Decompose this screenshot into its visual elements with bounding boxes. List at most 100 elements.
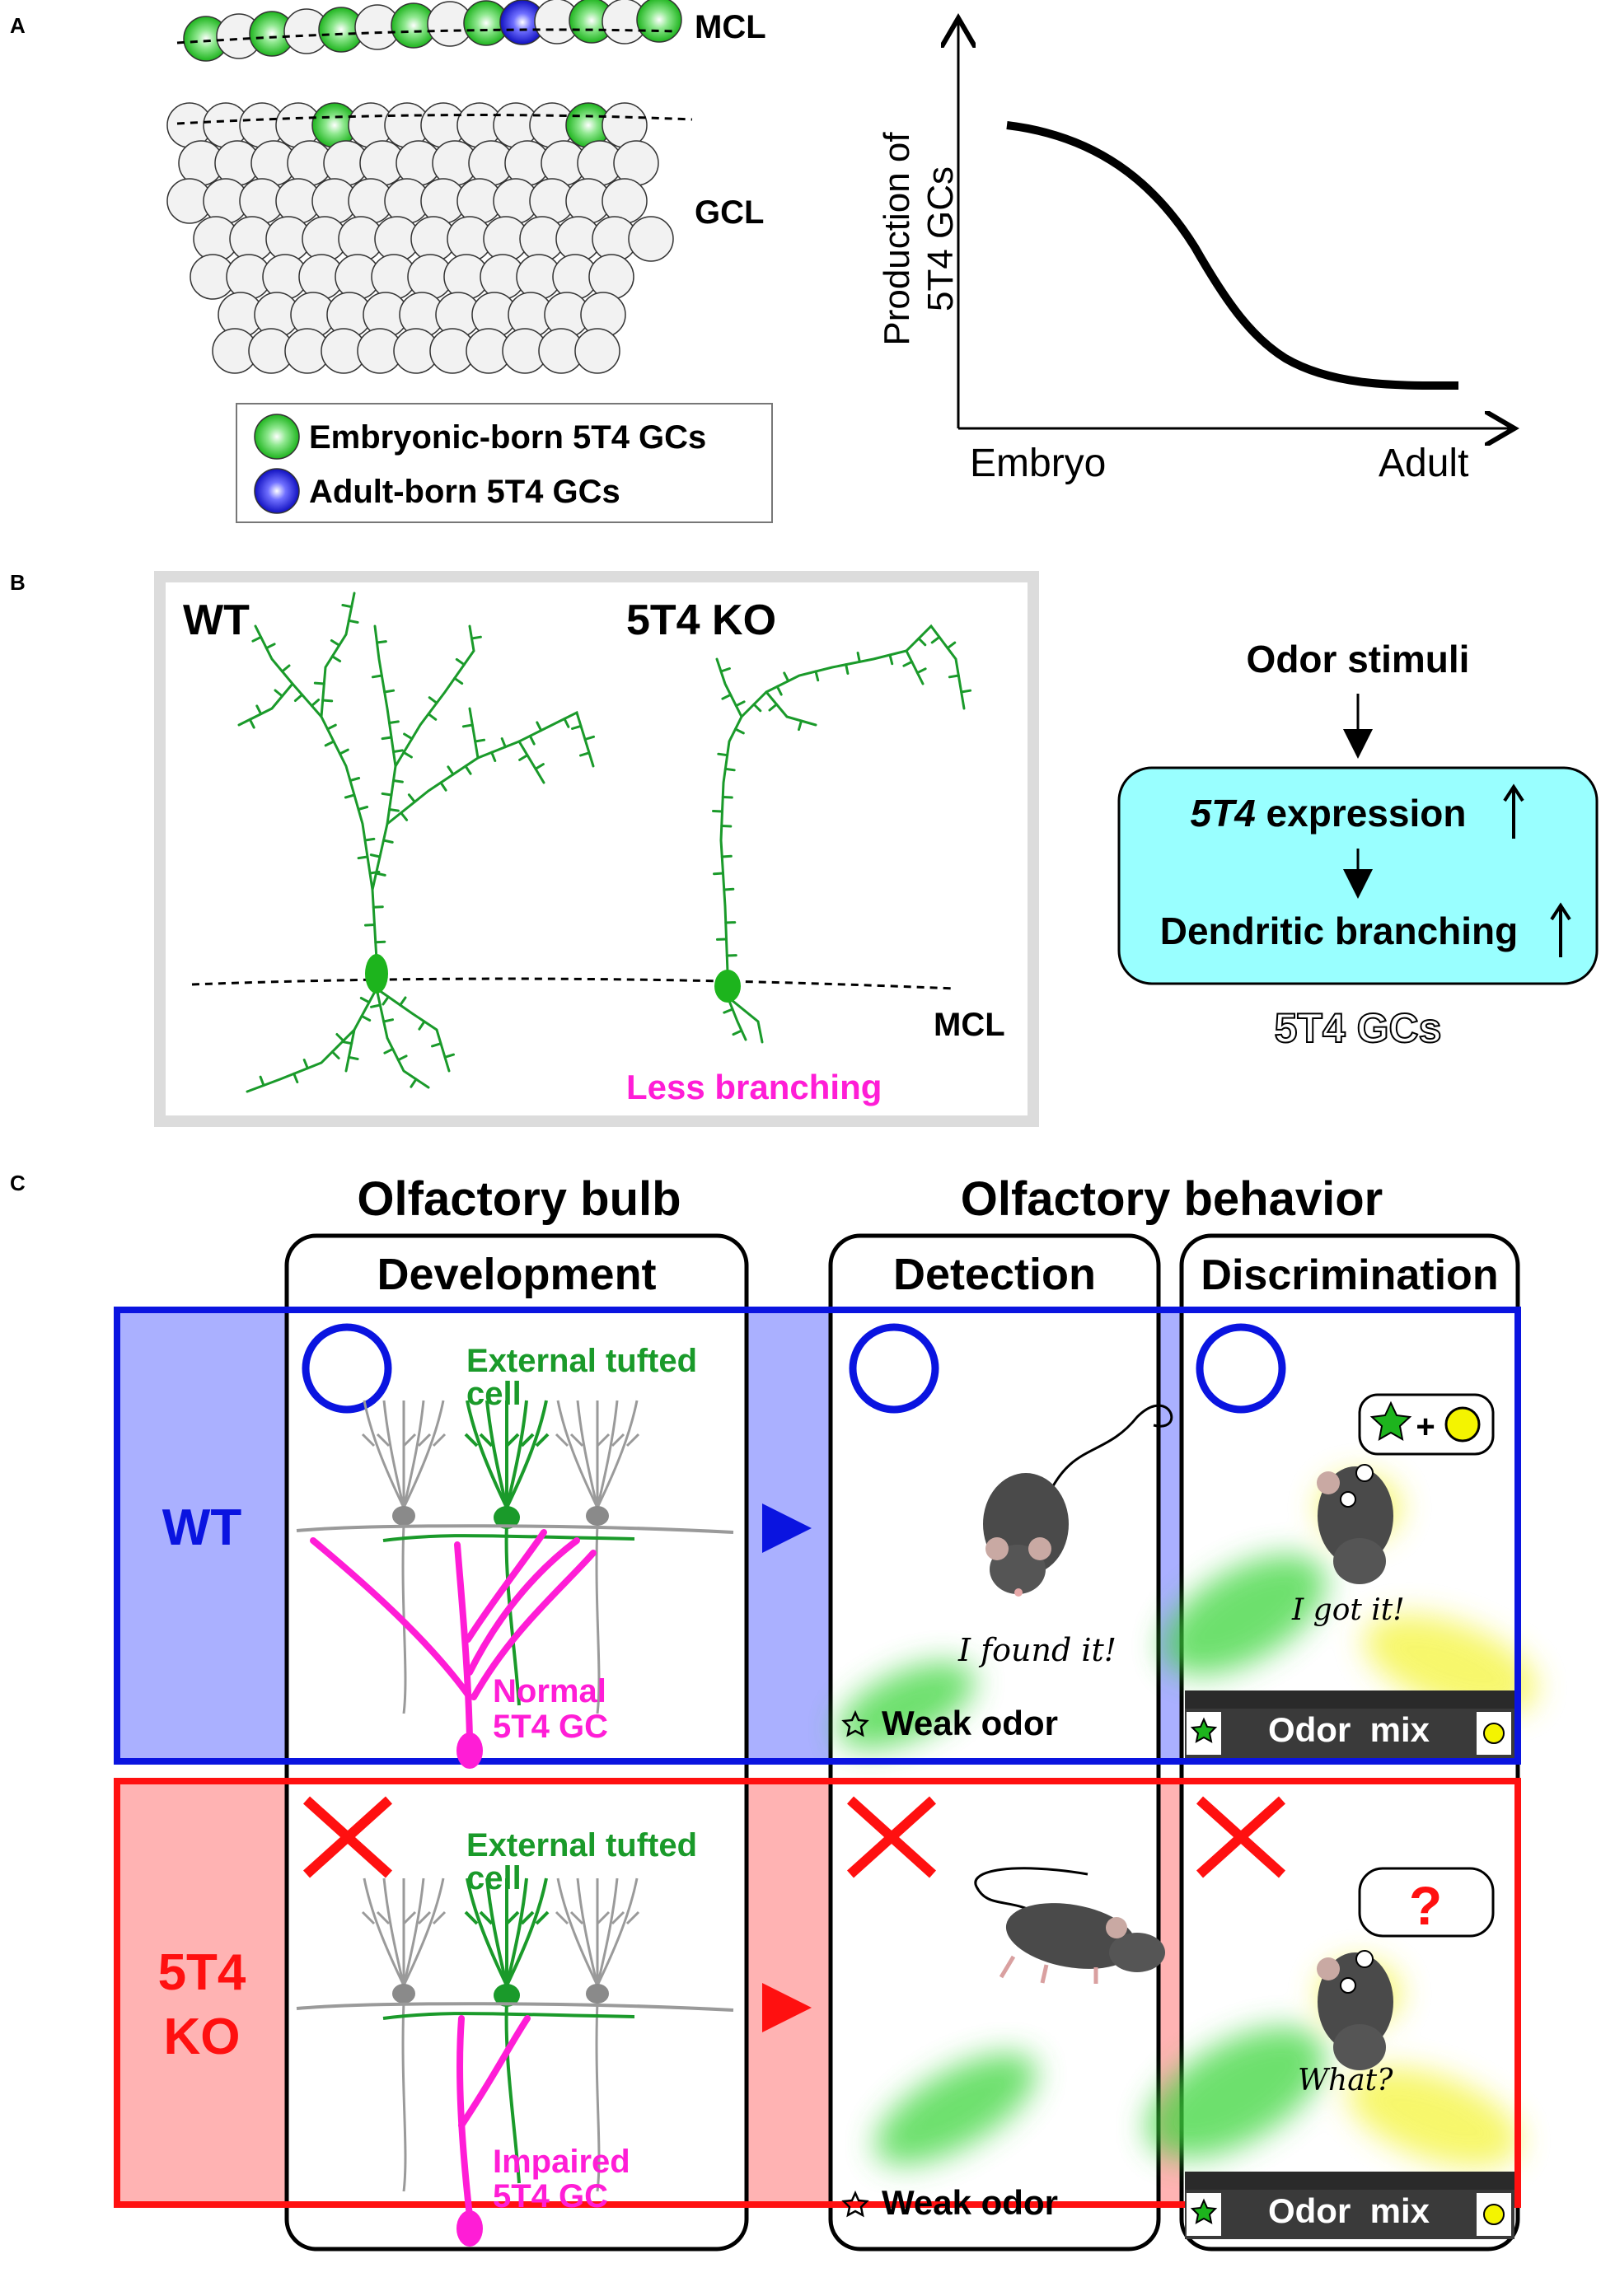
neuron-frame [154, 571, 1039, 1127]
green-star-icon [1369, 1401, 1412, 1441]
ok-circle-development [302, 1323, 392, 1414]
ko-soma [714, 970, 741, 1003]
mcl-line-b [191, 977, 957, 990]
ko-row-frame [114, 1778, 1521, 2208]
etc-label-ko-2: cell [466, 1860, 522, 1896]
impaired-gc-label-2: 5T4 GC [493, 2178, 608, 2214]
ok-circles [302, 1323, 1286, 1414]
weak-odor-wt: Weak odor [841, 1704, 1058, 1742]
cross-development [302, 1796, 393, 1878]
wt-flow-triangle [762, 1503, 812, 1553]
ko-circuit [296, 1877, 734, 2247]
wt-neuron [237, 592, 595, 1093]
ko-flow-triangle [762, 1983, 812, 2032]
header-olfactory-bulb: Olfactory bulb [357, 1172, 681, 1226]
gcl-cell [574, 328, 620, 374]
odor-mix-label-ko: Odor mix [1268, 2191, 1430, 2230]
yellow-dot-icon [1483, 1723, 1505, 1744]
green-star-icon [1190, 2198, 1218, 2224]
branching-up-arrow [1550, 902, 1571, 957]
embryonic-marker [254, 414, 300, 460]
wt-soma [365, 954, 388, 994]
detection-column [828, 1233, 1161, 2252]
odor-mix-wt: Odor mix [1185, 1690, 1514, 1758]
gcl-cell [628, 216, 674, 262]
cross-discrimination [1196, 1796, 1286, 1878]
gcl-boundary-line [176, 114, 693, 125]
ko-row-band [117, 1781, 1182, 2205]
wt-circuit [296, 1400, 734, 1769]
plus-sign: + [1416, 1409, 1435, 1445]
etc-label-wt-1: External tufted [466, 1343, 697, 1379]
less-branching-label: Less branching [626, 1068, 882, 1106]
expression-up-arrow [1503, 783, 1524, 839]
production-graph: Production of 5T4 GCs Embryo Adult [877, 18, 1514, 485]
weak-odor-star-icon [841, 2190, 869, 2218]
mouse-detect-ko-icon [974, 1867, 1165, 1984]
green-star-icon [1190, 1717, 1218, 1743]
ko-label-b: 5T4 KO [626, 596, 776, 644]
graph-x-start-label: Embryo [970, 442, 1106, 485]
what-text: What? [1298, 2064, 1393, 2097]
normal-gc-label-1: Normal [493, 1673, 606, 1709]
branching-label: Dendritic branching [1160, 910, 1518, 952]
row-ko-label-line2: KO [164, 2008, 241, 2065]
odor-stimuli-label: Odor stimuli [1247, 638, 1470, 680]
graph-x-end-label: Adult [1379, 442, 1468, 485]
mouse-discrim-wt-icon [1317, 1464, 1393, 1584]
got-it-text: I got it! [1291, 1593, 1405, 1627]
expression-label: 5T4 expression [1191, 792, 1467, 835]
etc-label-ko-1: External tufted [466, 1827, 697, 1863]
mcl-cell [636, 0, 682, 43]
yellow-dot-icon [1483, 2204, 1505, 2225]
adult-marker [254, 468, 300, 514]
odor-flow: Odor stimuli 5T4 expression Dendritic br… [1117, 638, 1599, 1052]
mouse-detect-wt-icon [983, 1404, 1173, 1597]
cell-layer-diagram [166, 0, 693, 374]
legend-adult-label: Adult-born 5T4 GCs [309, 474, 620, 510]
cell-type-label: 5T4 GCs [1275, 1005, 1442, 1051]
ok-circle-discrimination [1196, 1323, 1286, 1414]
header-olfactory-behavior: Olfactory behavior [961, 1172, 1383, 1226]
mouse-discrim-ko-icon [1317, 1950, 1393, 2070]
thought-bubble-ko: ? [1358, 1867, 1495, 1938]
legend-a: Embryonic-born 5T4 GCs Adult-born 5T4 GC… [236, 403, 773, 523]
mcl-label-a: MCL [695, 9, 766, 45]
weak-odor-star-icon [841, 1709, 869, 1737]
odor-mix-label-wt: Odor mix [1268, 1710, 1430, 1749]
wt-row-frame [114, 1307, 1521, 1765]
panel-label-c: C [10, 1171, 26, 1195]
graph-ylabel-line1: Production of [877, 132, 917, 346]
wt-label-b: WT [183, 596, 250, 644]
yellow-dot-icon [1444, 1406, 1481, 1443]
odor-clouds [837, 1475, 1537, 2167]
fail-crosses [302, 1796, 1286, 1878]
row-ko-label-line1: 5T4 [158, 1944, 246, 2001]
weak-odor-label-wt: Weak odor [882, 1704, 1058, 1742]
graph-ylabel-line2: 5T4 GCs [920, 166, 961, 311]
question-mark: ? [1409, 1875, 1442, 1936]
col-discrimination-label: Discrimination [1201, 1251, 1498, 1299]
ko-neuron [712, 624, 972, 1044]
mcl-boundary-line [176, 28, 676, 44]
ok-circle-detection [849, 1323, 939, 1414]
impaired-gc-label-1: Impaired [493, 2144, 630, 2180]
normal-gc-label-2: 5T4 GC [493, 1709, 608, 1745]
gcl-label: GCL [695, 194, 764, 231]
col-detection-label: Detection [893, 1250, 1096, 1299]
panel-label-b: B [10, 570, 26, 595]
col-development-label: Development [377, 1250, 656, 1299]
etc-label-wt-2: cell [466, 1376, 522, 1412]
cross-detection [846, 1796, 937, 1878]
weak-odor-label-ko: Weak odor [882, 2183, 1058, 2222]
mcl-label-b: MCL [934, 1007, 1005, 1043]
weak-odor-ko: Weak odor [841, 2183, 1058, 2222]
expression-text: expression [1256, 792, 1467, 835]
thought-bubble-wt: + [1358, 1393, 1495, 1456]
gcl-cell [602, 178, 648, 224]
production-curve [1006, 121, 1459, 390]
expression-gene: 5T4 [1191, 792, 1256, 835]
row-wt-label: WT [162, 1499, 242, 1556]
found-it-text: I found it! [957, 1632, 1116, 1668]
